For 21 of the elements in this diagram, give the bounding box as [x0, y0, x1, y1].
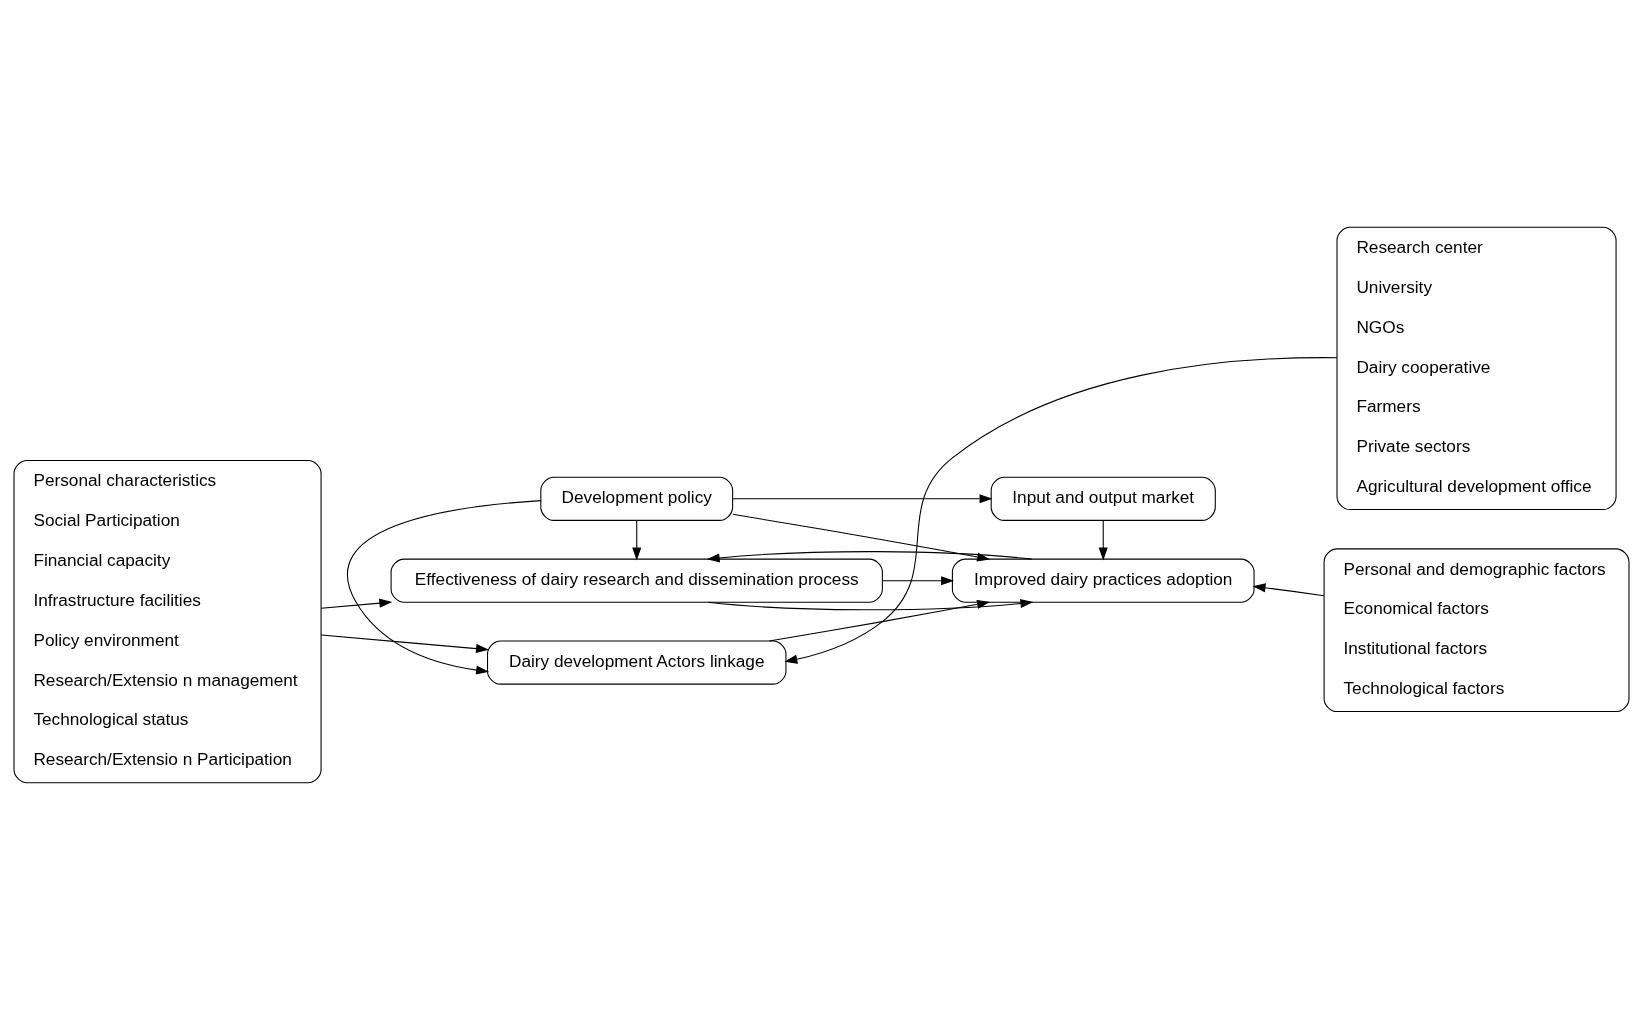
arrow — [731, 493, 992, 503]
arrow — [707, 598, 1033, 610]
node-box: Dairy development Actors linkage — [486, 640, 786, 685]
arrow — [320, 598, 392, 609]
arrow — [783, 356, 1337, 664]
node-box: Personal and demographic factors Economical factors Institutional factors Technological factors — [1323, 547, 1629, 712]
arrow — [881, 575, 954, 585]
node-box: Personal characteristics Social Participation Financial capacity Infrastructure facilities Policy environment Research/Extensio n management Technological status Research/Extensio n Participation — [13, 459, 322, 783]
arrow — [631, 519, 641, 561]
arrow — [320, 633, 489, 653]
arrow — [1252, 582, 1324, 596]
node-box: Effectiveness of dairy research and dissemination process — [390, 558, 883, 603]
node-box: Input and output market — [990, 476, 1216, 521]
node-box: Development policy — [539, 476, 733, 521]
arrow — [346, 499, 541, 675]
arrow — [706, 550, 1032, 562]
arrow — [768, 599, 990, 642]
arrow — [731, 513, 990, 561]
arrow — [1098, 519, 1108, 561]
node-box: Improved dairy practices adoption — [951, 558, 1255, 603]
node-box: Research center University NGOs Dairy cooperative Farmers Private sectors Agricultural development office — [1336, 226, 1617, 510]
